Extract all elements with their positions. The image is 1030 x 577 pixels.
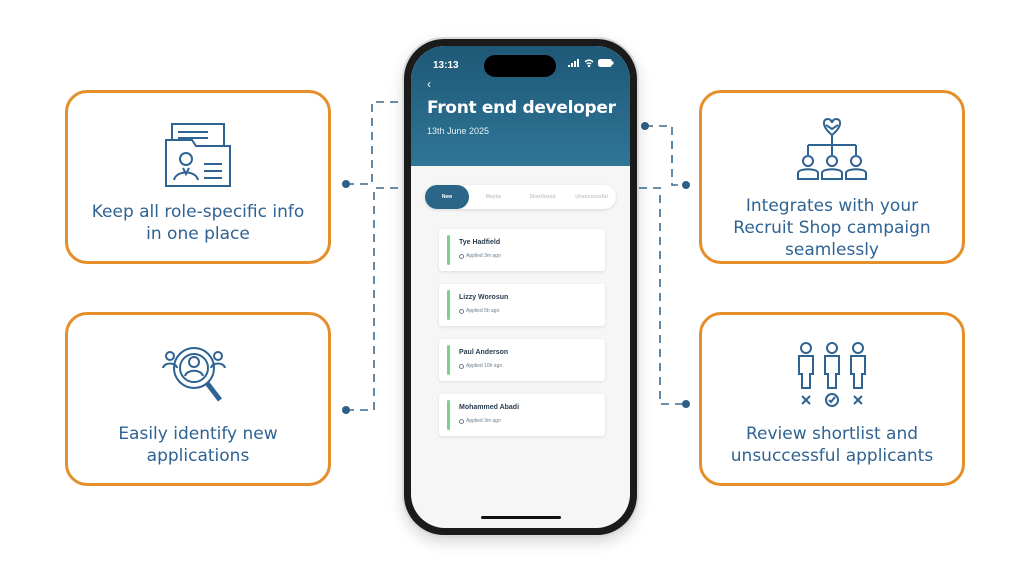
profile-folder-icon (158, 111, 238, 201)
phone-mockup: 13:13 ‹ Front end developer 13 (404, 39, 637, 535)
dynamic-island (484, 55, 556, 77)
status-time: 13:13 (433, 60, 459, 71)
tab-maybe[interactable]: Maybe (485, 194, 502, 200)
clock-icon (459, 363, 464, 369)
phone-screen: 13:13 ‹ Front end developer 13 (411, 46, 630, 528)
applied-time: Applied 3m ago (459, 418, 501, 424)
status-icons (568, 59, 614, 67)
status-indicator (447, 235, 450, 265)
status-indicator (447, 400, 450, 430)
signal-icon (568, 59, 579, 67)
org-chart-handshake-icon (792, 111, 872, 195)
feature-card-role-info: Keep all role-specific info in one place (65, 90, 331, 264)
status-bar: 13:13 (411, 46, 630, 77)
applicant-card[interactable]: Mohammed Abadi Applied 3m ago (439, 394, 605, 436)
applicant-card[interactable]: Tye Hadfield Applied 3m ago (439, 229, 605, 271)
clock-icon (459, 418, 464, 424)
applicant-card[interactable]: Lizzy Worosun Applied 5h ago (439, 284, 605, 326)
applied-label: Applied 3m ago (466, 418, 501, 424)
job-header: 13:13 ‹ Front end developer 13 (411, 46, 630, 166)
applied-time: Applied 5h ago (459, 308, 499, 314)
feature-caption: Review shortlist and unsuccessful applic… (730, 424, 934, 466)
feature-caption: Keep all role-specific info in one place (91, 202, 305, 244)
applied-label: Applied 3m ago (466, 253, 501, 259)
applicant-name: Lizzy Worosun (459, 294, 509, 301)
status-tabs: New Maybe Shortlisted Unsuccessful (425, 185, 616, 209)
tab-shortlisted[interactable]: Shortlisted (529, 194, 556, 200)
job-date: 13th June 2025 (427, 126, 490, 136)
feature-card-new-applications: Easily identify new applications (65, 312, 331, 486)
tab-unsuccessful[interactable]: Unsuccessful (575, 194, 608, 200)
search-person-icon (158, 333, 238, 423)
feature-caption: Integrates with your Recruit Shop campai… (733, 196, 931, 260)
feature-card-shortlist: Review shortlist and unsuccessful applic… (699, 312, 965, 486)
applied-label: Applied 5h ago (466, 308, 500, 314)
applied-time: Applied 10h ago (459, 363, 502, 369)
applied-time: Applied 3m ago (459, 253, 501, 259)
shortlist-people-icon (792, 333, 872, 423)
wifi-icon (584, 59, 594, 67)
home-indicator[interactable] (481, 516, 561, 519)
clock-icon (459, 253, 464, 259)
feature-caption: Easily identify new applications (118, 424, 278, 466)
feature-card-integration: Integrates with your Recruit Shop campai… (699, 90, 965, 264)
applicant-name: Tye Hadfield (459, 239, 501, 246)
battery-icon (598, 59, 614, 67)
clock-icon (459, 308, 464, 314)
applied-label: Applied 10h ago (466, 363, 503, 369)
back-icon[interactable]: ‹ (427, 77, 431, 91)
page-title: Front end developer (427, 98, 616, 118)
status-indicator (447, 345, 450, 375)
applicant-name: Paul Anderson (459, 349, 509, 356)
status-indicator (447, 290, 450, 320)
applicant-card[interactable]: Paul Anderson Applied 10h ago (439, 339, 605, 381)
tab-new[interactable]: New (425, 185, 469, 209)
applicant-name: Mohammed Abadi (459, 404, 520, 411)
